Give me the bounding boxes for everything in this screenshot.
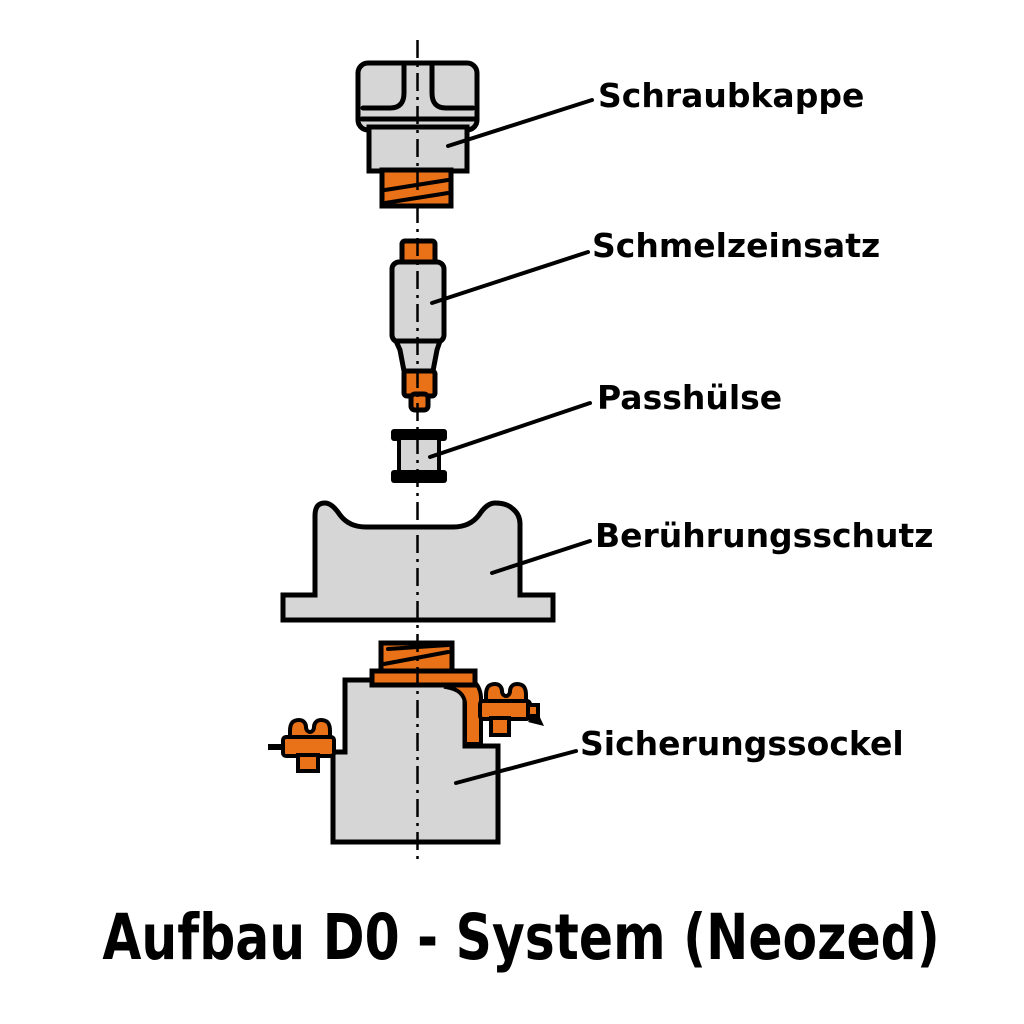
label-schraubkappe: Schraubkappe — [598, 76, 865, 115]
diagram-title: Aufbau D0 - System (Neozed) — [102, 901, 940, 974]
leader-line-passhuelse — [428, 401, 592, 459]
leader-line-sicherungssockel — [454, 749, 578, 785]
sicherungssockel-part — [268, 640, 544, 845]
terminal-screw-right — [478, 681, 544, 737]
label-passhuelse: Passhülse — [597, 378, 783, 417]
leader-line-schmelzeinsatz — [430, 250, 590, 305]
label-sicherungssockel: Sicherungssockel — [580, 724, 904, 763]
schraubkappe-part — [355, 60, 480, 209]
label-schmelzeinsatz: Schmelzeinsatz — [592, 226, 881, 265]
schmelzeinsatz-part — [389, 238, 447, 413]
leader-line-beruehrungsschutz — [490, 539, 592, 575]
terminal-screw-left — [268, 717, 336, 773]
fuse-tip — [408, 391, 431, 413]
leader-line-schraubkappe — [446, 98, 594, 148]
socket-collar — [369, 668, 478, 688]
label-beruehrungsschutz: Berührungsschutz — [595, 516, 934, 555]
